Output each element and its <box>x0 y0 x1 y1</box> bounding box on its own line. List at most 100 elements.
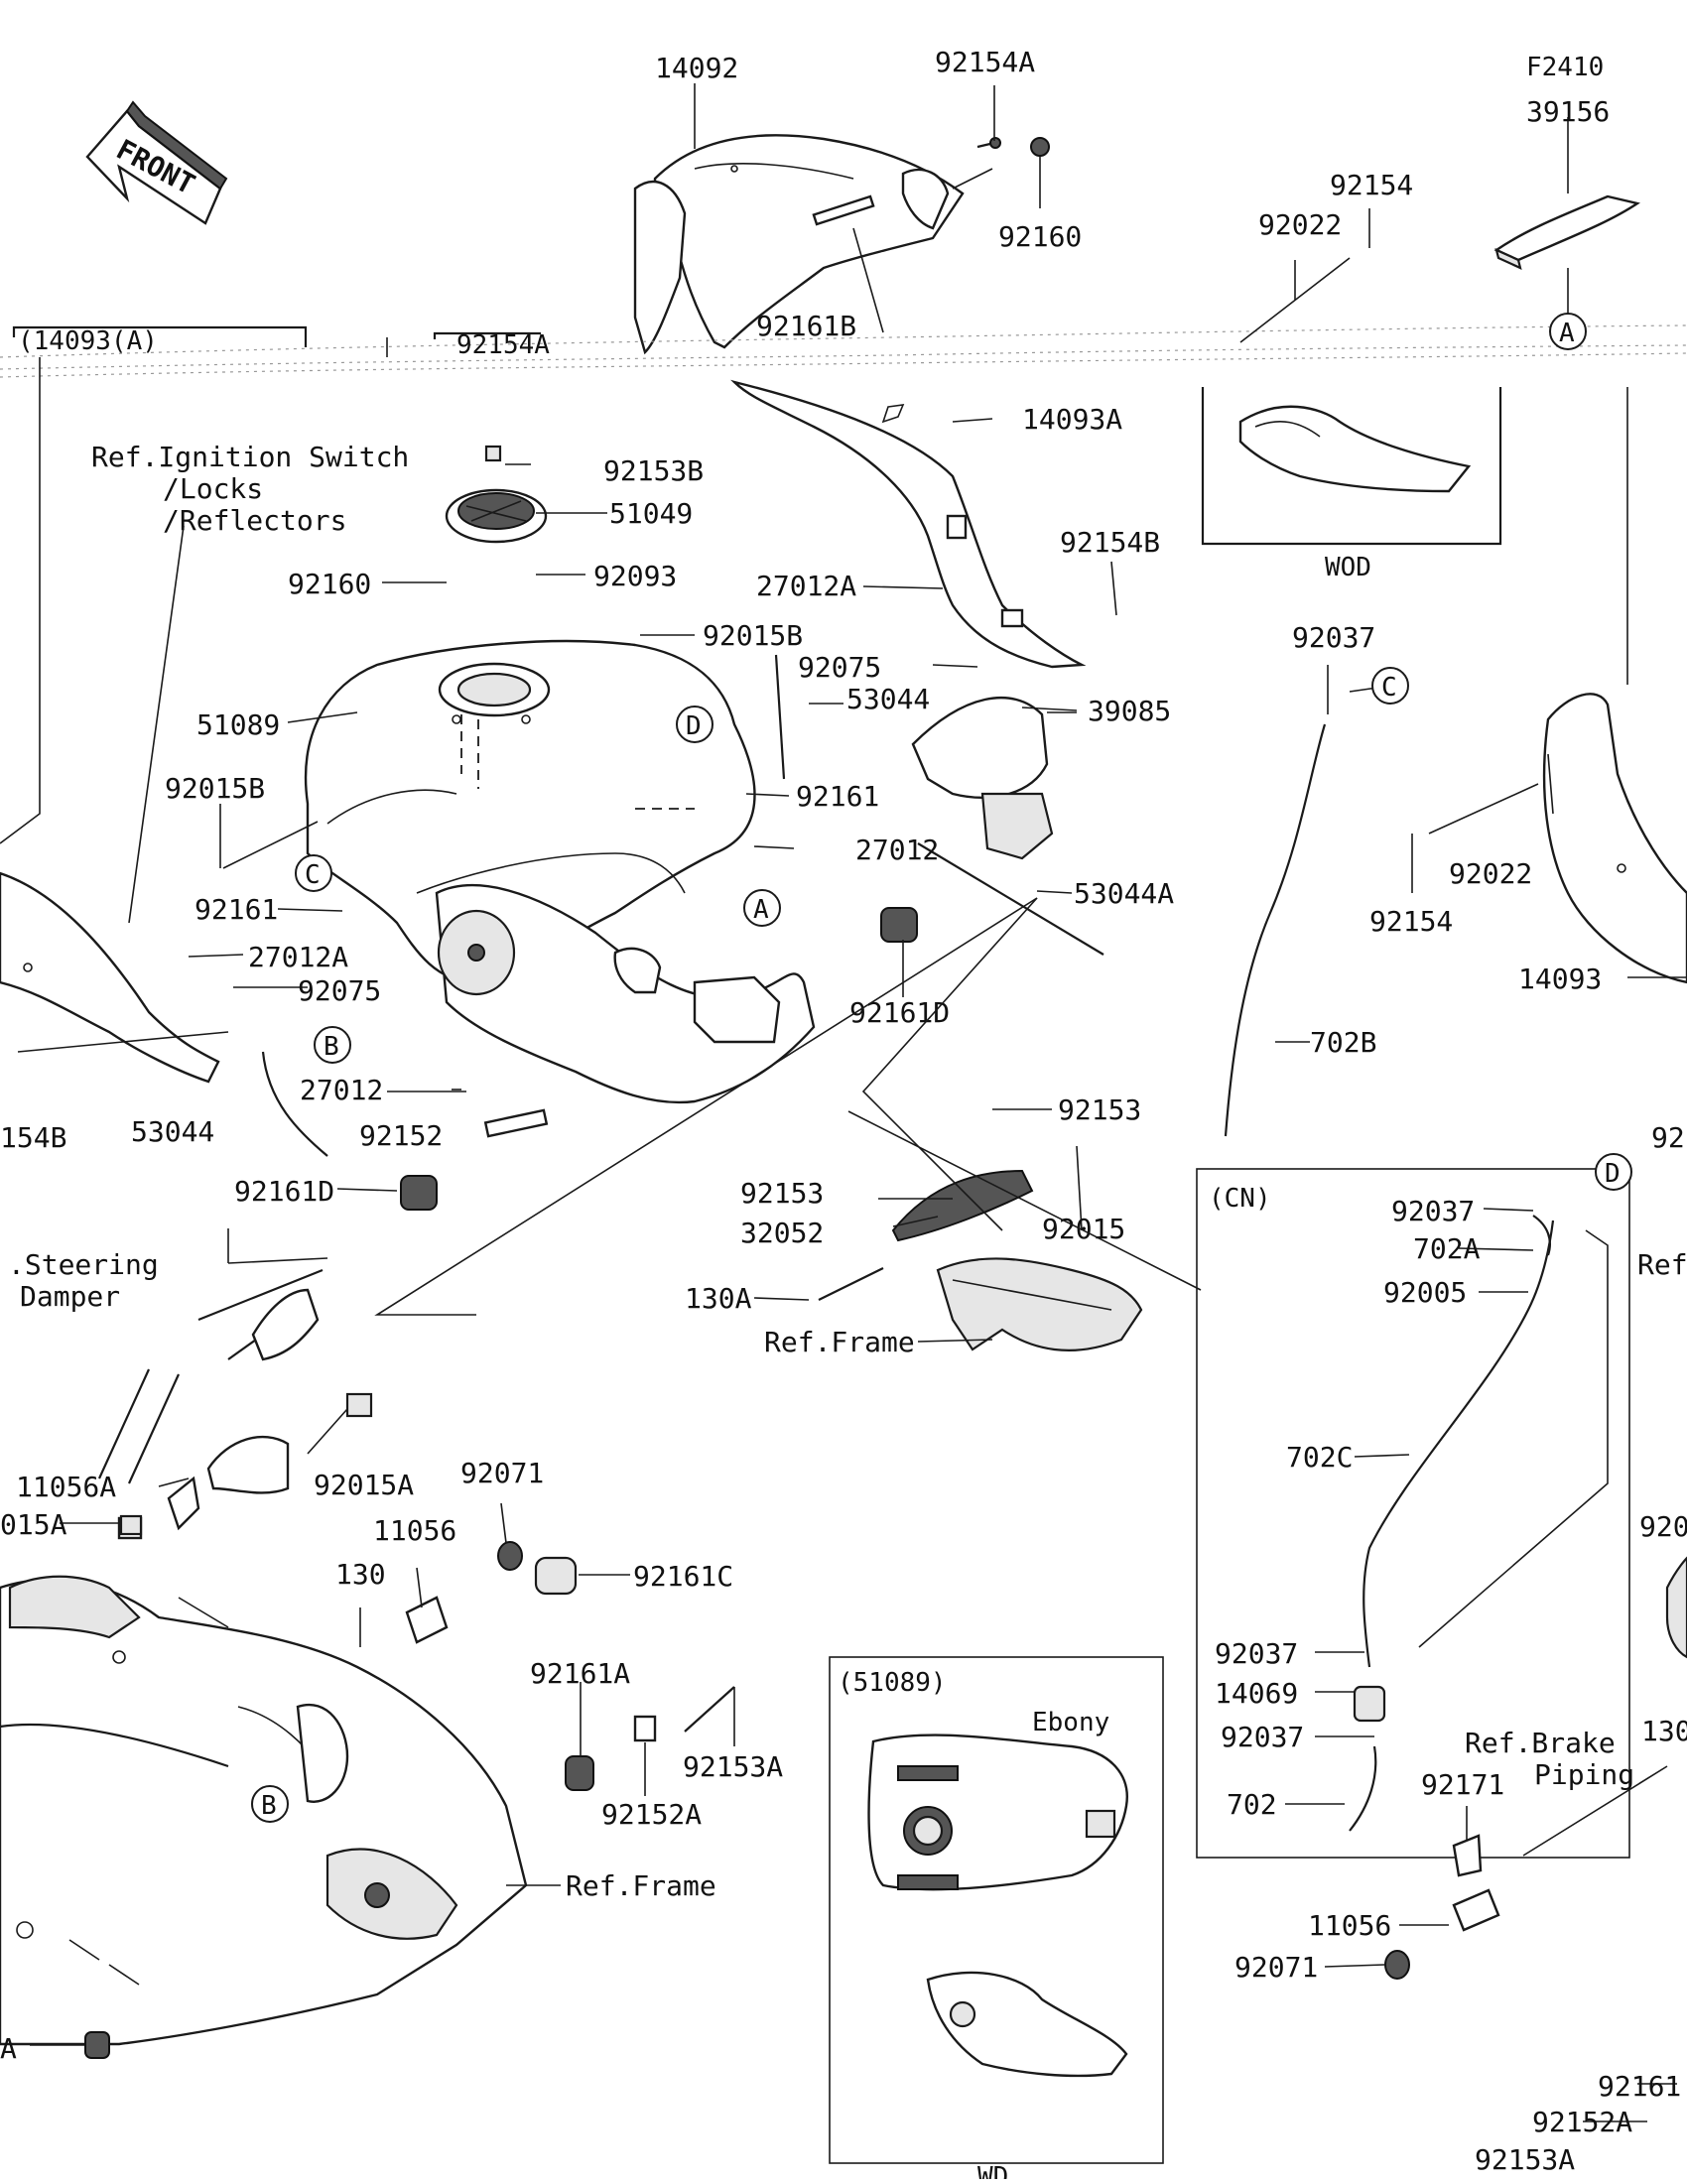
callout-92037-top: 92037 <box>1292 621 1375 654</box>
callout-92093: 92093 <box>593 560 677 592</box>
ref-ignition-line1: Ref.Ignition Switch <box>91 441 409 473</box>
callout-27012-bottom: 27012 <box>300 1074 383 1106</box>
marker-C-left: C <box>295 854 332 892</box>
callout-39085: 39085 <box>1088 695 1171 727</box>
callout-92071-right: 92071 <box>1234 1951 1318 1984</box>
ref-ignition-line2: /Locks <box>163 472 263 505</box>
callout-92171: 92171 <box>1421 1768 1504 1801</box>
ref-steering-line2: Damper <box>20 1280 120 1313</box>
callout-11056-right: 11056 <box>1308 1909 1391 1942</box>
callout-53044A: 53044A <box>1074 877 1174 910</box>
callout-92153B: 92153B <box>603 454 704 487</box>
ref-brake-line1: Ref.Brake <box>1465 1727 1616 1759</box>
callout-702B: 702B <box>1310 1026 1376 1059</box>
marker-B-lower: B <box>251 1785 289 1823</box>
callout-92037-cn2: 92037 <box>1215 1637 1298 1670</box>
collar-92152 <box>483 1108 549 1138</box>
svg-text:B: B <box>324 1032 339 1062</box>
frame-piece-right <box>1665 1556 1687 1659</box>
callout-53044: 53044 <box>846 683 930 715</box>
nut-92160-top <box>1030 137 1050 157</box>
fuel-tank-51089 <box>304 639 756 984</box>
marker-A-top: A <box>1549 313 1587 350</box>
cn-box: (CN) <box>1196 1168 1630 1859</box>
callout-92152A-right: 92152A <box>1532 2106 1632 2138</box>
cut-box-top-left: (14093(A) 92154A <box>12 325 550 360</box>
callout-920-cut: 920 <box>1639 1510 1687 1543</box>
svg-text:B: B <box>261 1791 277 1821</box>
pad-39156 <box>1493 194 1640 270</box>
marker-C-right: C <box>1371 667 1409 705</box>
ref-frame-bottom: Ref.Frame <box>566 1869 716 1902</box>
lower-tank-assembly <box>435 883 816 1104</box>
callout-92015A: 92015A <box>314 1469 414 1501</box>
fuel-cap-51049 <box>445 488 548 544</box>
left-side-cover <box>0 871 220 1084</box>
grommet-92161A <box>565 1755 594 1791</box>
callout-27012A: 27012A <box>756 570 856 602</box>
torn-edge <box>0 324 1687 378</box>
callout-015A: 015A <box>0 1508 67 1541</box>
ref-steering-line1: .Steering <box>8 1248 159 1281</box>
callout-32052: 32052 <box>740 1217 824 1249</box>
bush-92015A <box>345 1392 373 1418</box>
callout-14093: 14093 <box>1518 963 1602 995</box>
callout-53044-left: 53044 <box>131 1115 214 1148</box>
callout-92037-cn1: 92037 <box>1391 1195 1475 1227</box>
svg-text:C: C <box>1381 673 1397 703</box>
callout-92022-right: 92022 <box>1449 857 1532 890</box>
callout-14093A: 14093A <box>1022 403 1122 436</box>
hose-53044-right <box>774 654 786 780</box>
boundary-lines <box>0 337 1628 1648</box>
callout-92153A: 92153A <box>683 1750 783 1783</box>
bolt-92153A <box>684 1686 735 1733</box>
callout-130-cut: 130 <box>1641 1715 1687 1747</box>
ref-brake-line2: Piping <box>1534 1758 1634 1791</box>
callout-92161-cut: 92161. <box>1598 2070 1687 2103</box>
callout-92161A: 92161A <box>530 1657 630 1690</box>
grommet-92161D-left <box>400 1175 438 1211</box>
hose-702B <box>1224 723 1327 1137</box>
hose-53044-left <box>261 1051 328 1157</box>
brake-bracket-11056 <box>1452 1888 1500 1932</box>
grommet-92161D-right <box>880 907 918 943</box>
callout-154B: 154B <box>0 1121 66 1154</box>
clamp-92171 <box>1452 1834 1483 1877</box>
callout-A-cut: A <box>0 2032 17 2065</box>
callout-92015B: 92015B <box>703 619 803 652</box>
group-wd: WD <box>977 2162 1008 2179</box>
callout-51089: 51089 <box>196 708 280 741</box>
group-wod: WOD <box>1325 553 1371 582</box>
callout-702A: 702A <box>1413 1232 1481 1265</box>
callout-92154-right: 92154 <box>1369 905 1453 938</box>
callout-92161D-left: 92161D <box>234 1175 334 1208</box>
collar-92015A-left <box>119 1514 143 1536</box>
bracket-32052 <box>891 1169 1034 1242</box>
callout-130A: 130A <box>685 1282 752 1315</box>
svg-text:D: D <box>1605 1159 1621 1189</box>
callout-702C: 702C <box>1286 1441 1353 1474</box>
washer-92071-right <box>1384 1950 1410 1980</box>
svg-text:D: D <box>686 711 702 741</box>
callout-92154A: 92154A <box>935 46 1035 78</box>
grommet-92161C <box>534 1556 578 1596</box>
bolt-92154A <box>976 137 1001 149</box>
callout-11056A: 11056A <box>16 1471 116 1503</box>
callout-92161-left: 92161 <box>195 893 278 926</box>
callout-92015: 92015 <box>1042 1213 1125 1245</box>
cover-39085 <box>911 696 1054 860</box>
callout-92153A-right: 92153A <box>1475 2143 1575 2176</box>
cut-label-92154A: 92154A <box>456 330 550 360</box>
callout-92160-left: 92160 <box>288 568 371 600</box>
marker-D-tank: D <box>676 706 714 743</box>
upper-cowl-14092 <box>633 134 965 355</box>
callout-130: 130 <box>335 1558 386 1591</box>
bracket-11056 <box>405 1596 449 1644</box>
callout-14092: 14092 <box>655 52 738 84</box>
diagram-code: F2410 <box>1526 53 1604 82</box>
callout-92161: 92161 <box>796 780 879 813</box>
callout-27012: 27012 <box>855 834 939 866</box>
group-cn: (CN) <box>1209 1184 1271 1214</box>
